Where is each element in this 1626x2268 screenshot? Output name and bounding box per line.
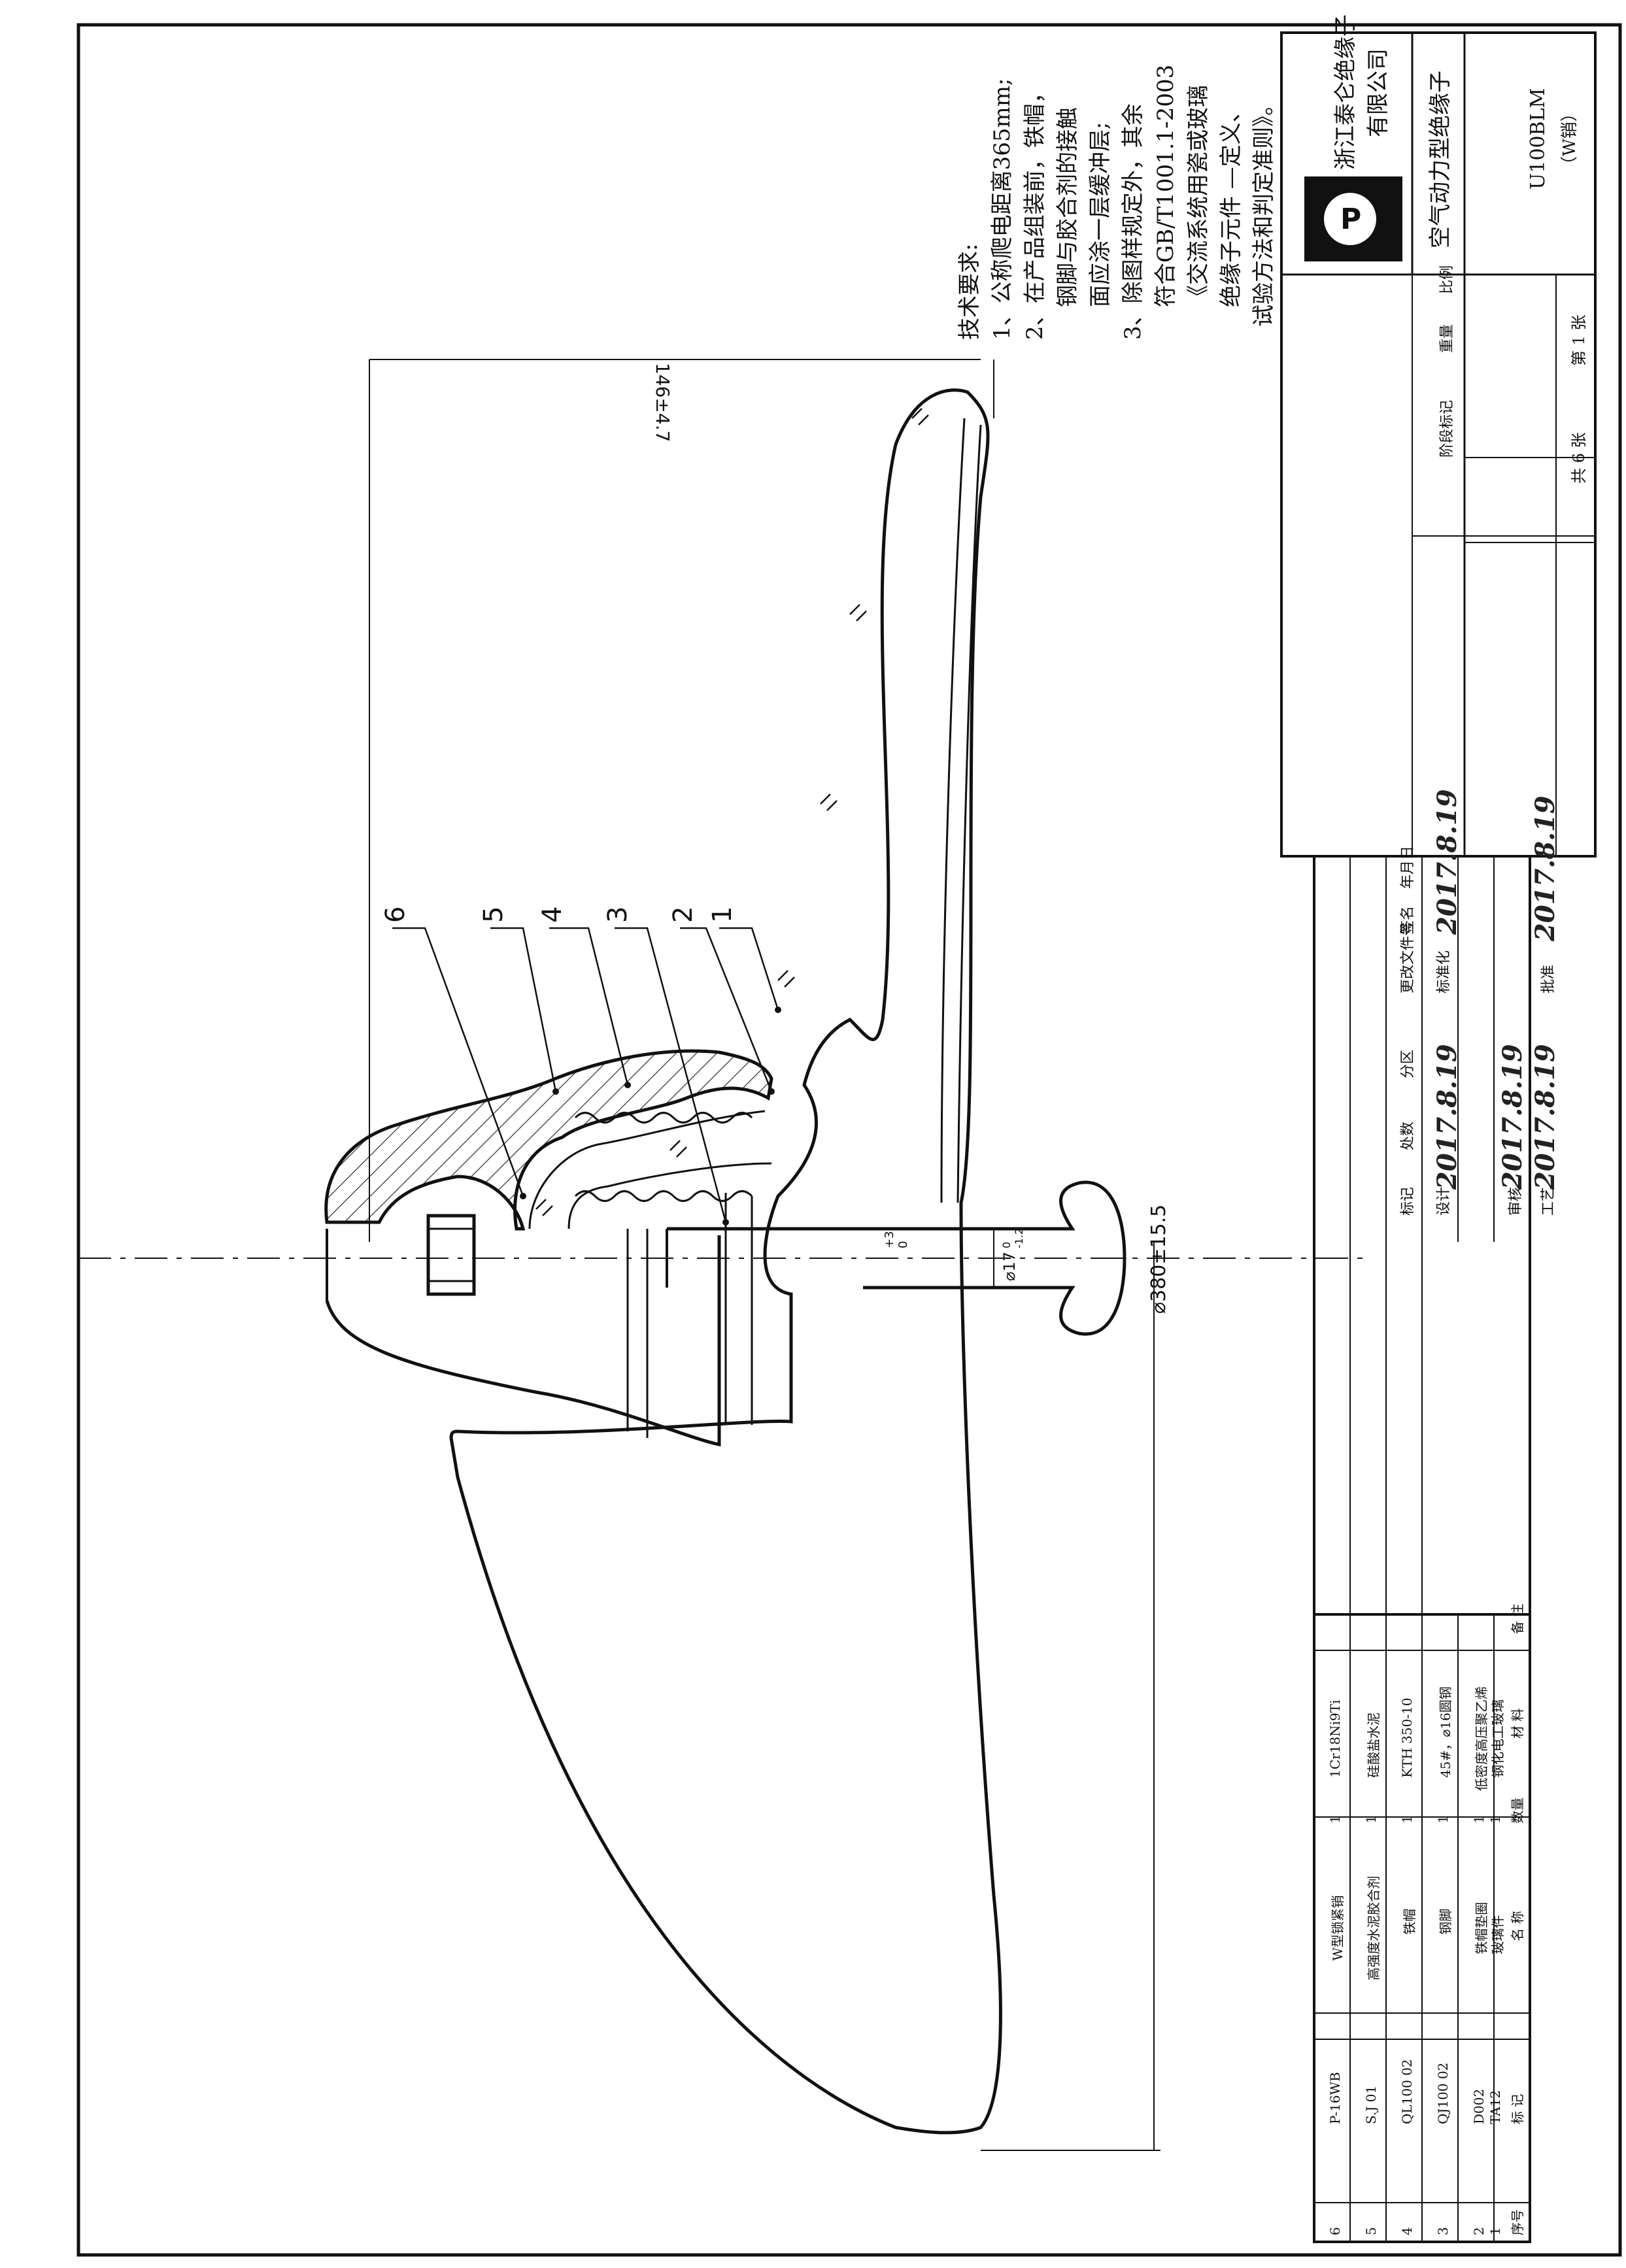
height-dimension: 146±4.7 <box>652 363 673 442</box>
requirement-line: 钢脚与胶合剂的接触 <box>1055 107 1081 307</box>
bom-header: 备 注 <box>1510 1603 1525 1634</box>
diameter-dimension: ⌀380±15.5 <box>1147 1204 1170 1314</box>
callout-1: 1 <box>707 906 737 923</box>
bom-row-no: 6 <box>1327 2227 1343 2235</box>
title-block <box>1280 31 1597 858</box>
bom-row-code: QJ100 02 <box>1435 2062 1451 2124</box>
callout-6: 6 <box>381 906 411 923</box>
bom-row-name: W型锁紧销 <box>1330 1895 1346 1961</box>
bom-row-material: 1Cr18Ni9Ti <box>1327 1699 1343 1778</box>
bom-row-material: 45#，⌀16圆钢 <box>1438 1686 1453 1778</box>
w-lock-pin <box>426 1214 476 1296</box>
company-name-line2: 有限公司 <box>1365 48 1391 137</box>
bom-row-no: 4 <box>1399 2227 1415 2235</box>
sheet-number: 第 1 张 <box>1570 314 1588 366</box>
role-standardization: 标准化 <box>1436 950 1452 993</box>
small-dimension: +3 0 <box>883 1231 910 1248</box>
weight-label: 重量 <box>1439 324 1455 353</box>
bom-row-code: TA12 <box>1487 2090 1503 2124</box>
steel-pin <box>667 1180 1126 1336</box>
bom-row-qty: 1 <box>1363 1815 1379 1824</box>
callout-3: 3 <box>603 906 633 923</box>
callout-5: 5 <box>479 906 509 923</box>
bom-row-name: 铁帽 <box>1402 1909 1417 1935</box>
rev-header: 年月日 <box>1400 845 1416 889</box>
cement-layer <box>528 1110 766 1229</box>
bom-row-name: 钢脚 <box>1438 1909 1453 1935</box>
requirement-line: 试验方法和判定准则》。 <box>1251 93 1277 327</box>
svg-text:P: P <box>1340 203 1361 236</box>
drawing-number: U100BLM <box>1527 88 1550 190</box>
signature-design: 2017.8.19 <box>1432 1044 1463 1190</box>
bom-row-no: 5 <box>1363 2227 1379 2235</box>
signature-process: 2017.8.19 <box>1530 1044 1561 1190</box>
iron-cap <box>324 1049 773 1231</box>
bom-row-code: QL100 02 <box>1399 2059 1415 2124</box>
requirement-line: 绝缘子元件 —定义、 <box>1218 100 1244 307</box>
bom-header: 名 称 <box>1510 1910 1525 1941</box>
glass-shell <box>449 388 1002 2135</box>
pin-tolerance: 0 -1.2 <box>1000 1227 1025 1248</box>
bom-row-code: P-16WB <box>1327 2072 1343 2124</box>
drawing-frame <box>76 23 1622 2257</box>
bom-row-no: 2 <box>1471 2227 1487 2235</box>
pin-diameter-dimension: ⌀17 <box>1000 1252 1019 1281</box>
company-name: 浙江泰仑绝缘子 <box>1332 14 1359 170</box>
rev-header: 签名 <box>1400 905 1416 935</box>
requirement-line: 3、除图样规定外，其余 <box>1120 103 1146 340</box>
sheets-total: 共 6 张 <box>1570 432 1588 484</box>
signature-standardization: 2017.8.19 <box>1432 789 1463 935</box>
role-design: 设计 <box>1436 1186 1452 1216</box>
bom-row-material: 硅酸盐水泥 <box>1366 1712 1381 1778</box>
bom-header: 数量 <box>1510 1797 1525 1824</box>
requirement-line: 1、公称爬电距离365mm; <box>989 78 1015 340</box>
cap-skirt <box>325 1235 721 1447</box>
rev-header: 标记 <box>1400 1186 1416 1216</box>
bom-row-code: D002 <box>1471 2088 1487 2124</box>
rev-header: 处数 <box>1400 1121 1416 1150</box>
signature-approve: 2017.8.19 <box>1530 795 1561 941</box>
bom-header: 标 记 <box>1510 2093 1525 2124</box>
bom-row-qty: 1 <box>1327 1815 1343 1824</box>
bom-row-no: 1 <box>1487 2227 1503 2235</box>
bom-row-material: KTH 350-10 <box>1399 1697 1415 1778</box>
requirement-line: 符合GB/T1001.1-2003 <box>1153 64 1179 307</box>
bom-row-qty: 1 <box>1399 1815 1415 1824</box>
role-process: 工艺 <box>1540 1186 1557 1216</box>
bom-row-code: S.J 01 <box>1363 2085 1379 2124</box>
bom-row-qty: 1 <box>1487 1815 1503 1824</box>
bom-header: 序号 <box>1510 2209 1525 2235</box>
role-approve: 批准 <box>1540 964 1557 993</box>
requirement-line: 《交流系统用瓷或玻璃 <box>1185 85 1211 307</box>
bom-row-name: 玻璃件 <box>1490 1915 1506 1954</box>
requirement-line: 2、在产品组装前，铁帽， <box>1022 81 1048 340</box>
bom-row-qty: 1 <box>1435 1815 1451 1824</box>
requirement-line: 面应涂一层缓冲层; <box>1087 122 1113 307</box>
bom-row-name: 高强度水泥胶合剂 <box>1366 1876 1381 1980</box>
drawing-number-sub: （W销） <box>1560 105 1580 173</box>
bom-header: 材 料 <box>1510 1708 1525 1739</box>
callout-4: 4 <box>537 906 567 923</box>
bom-row-qty: 1 <box>1471 1815 1487 1824</box>
stage-mark-label: 阶段标记 <box>1439 399 1455 458</box>
rev-header: 分区 <box>1400 1049 1416 1078</box>
signature-review: 2017.8.19 <box>1497 1044 1528 1190</box>
scale-label: 比例 <box>1439 265 1455 294</box>
bom-row-no: 3 <box>1435 2227 1451 2235</box>
role-review: 审核 <box>1508 1186 1524 1216</box>
product-name: 空气动力型绝缘子 <box>1427 71 1453 248</box>
requirements-title: 技术要求: <box>957 243 983 340</box>
callout-2: 2 <box>668 906 698 923</box>
bom-row-material: 钢化电工玻璃 <box>1490 1699 1506 1778</box>
